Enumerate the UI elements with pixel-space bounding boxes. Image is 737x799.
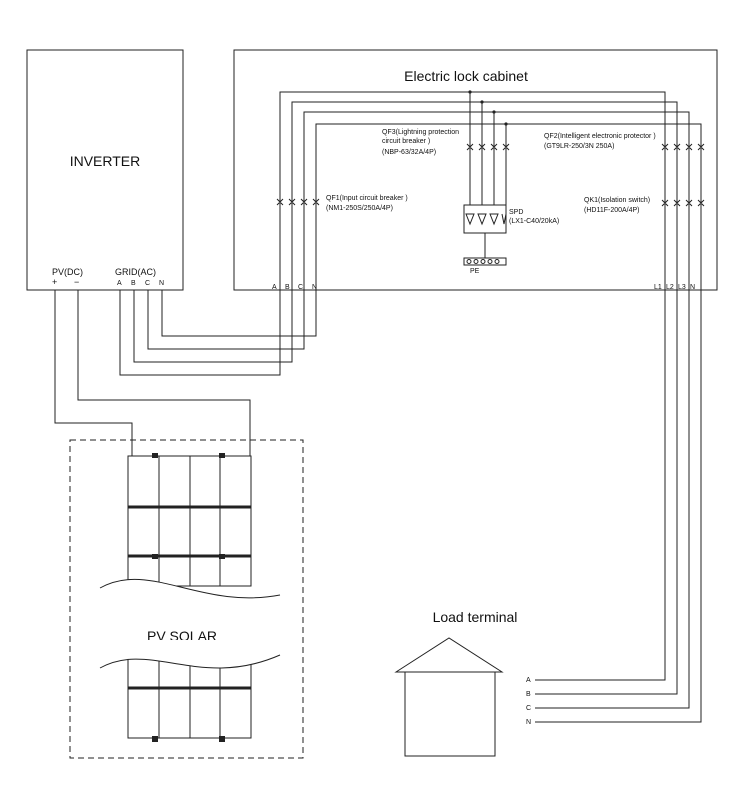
qf2-name: QF2(Intelligent electronic protector ) [544,133,656,140]
spd-model: (LX1-C40/20kA) [509,218,559,225]
pe-label: PE [470,268,480,275]
qf1-model: (NM1-250S/250A/4P) [326,205,393,212]
load-terminal-title: Load terminal [433,609,518,625]
qf2-model: (GT9LR-250/3N 250A) [544,143,614,150]
pv-panel-array-bottom [127,657,252,742]
cabinet-title: Electric lock cabinet [404,68,528,84]
load-terminal-n: N [526,719,531,726]
cabinet-output-l3: L3 [678,284,686,291]
load-terminal-a: A [526,677,531,684]
load-terminal-c: C [526,705,531,712]
pv-panel-array-top [127,453,252,587]
inverter-title: INVERTER [70,153,141,169]
electric-lock-cabinet: Electric lock cabinet QF1(Input circuit … [233,49,718,291]
qk1-name: QK1(Isolation switch) [584,197,650,204]
load-wires [535,290,702,723]
cabinet-input-n: N [312,284,317,291]
qf3-name-line1: QF3(Lightning protection [382,129,459,136]
qf3-name-line2: circuit breaker ) [382,138,430,145]
qk1-switch-marks [661,199,705,207]
inverter-terminal-n: N [159,280,164,287]
pv-dc-wires [54,290,251,456]
cabinet-output-l1: L1 [654,284,662,291]
cabinet-output-n: N [690,284,695,291]
qf1-name: QF1(Input circuit breaker ) [326,195,408,202]
cabinet-input-a: A [272,284,277,291]
cabinet-output-l2: L2 [666,284,674,291]
spd-name: SPD [509,209,523,216]
qf2-breaker-marks [661,143,705,151]
cabinet-bus-wires [279,91,702,290]
inverter-pv-plus: + [52,277,57,287]
house-body [404,671,496,757]
inverter-pv-label: PV(DC) [52,267,83,277]
load-terminal-b: B [526,691,531,698]
qf3-model: (NBP-63/32A/4P) [382,149,436,156]
cabinet-input-c: C [298,284,303,291]
inverter: INVERTER PV(DC) + − GRID(AC) A B C N [26,49,184,291]
inverter-grid-label: GRID(AC) [115,267,156,277]
inverter-terminal-b: B [131,280,136,287]
pv-solar-dashed-border [69,439,304,759]
qk1-model: (HD11F-200A/4P) [584,207,640,214]
inverter-terminal-c: C [145,280,150,287]
inverter-terminal-a: A [117,280,122,287]
inverter-pv-minus: − [74,277,79,287]
house-roof [394,637,504,673]
cabinet-input-b: B [285,284,290,291]
load-terminal: Load terminal A B C N [394,290,702,757]
qf3-branch-wires [466,90,510,205]
qf1-breaker-marks [276,198,320,206]
spd-device [463,204,507,266]
inverter-box [26,49,184,291]
cabinet-box [233,49,718,291]
pv-solar: PV SOLAR [69,439,304,759]
inverter-cabinet-wires [119,290,317,376]
